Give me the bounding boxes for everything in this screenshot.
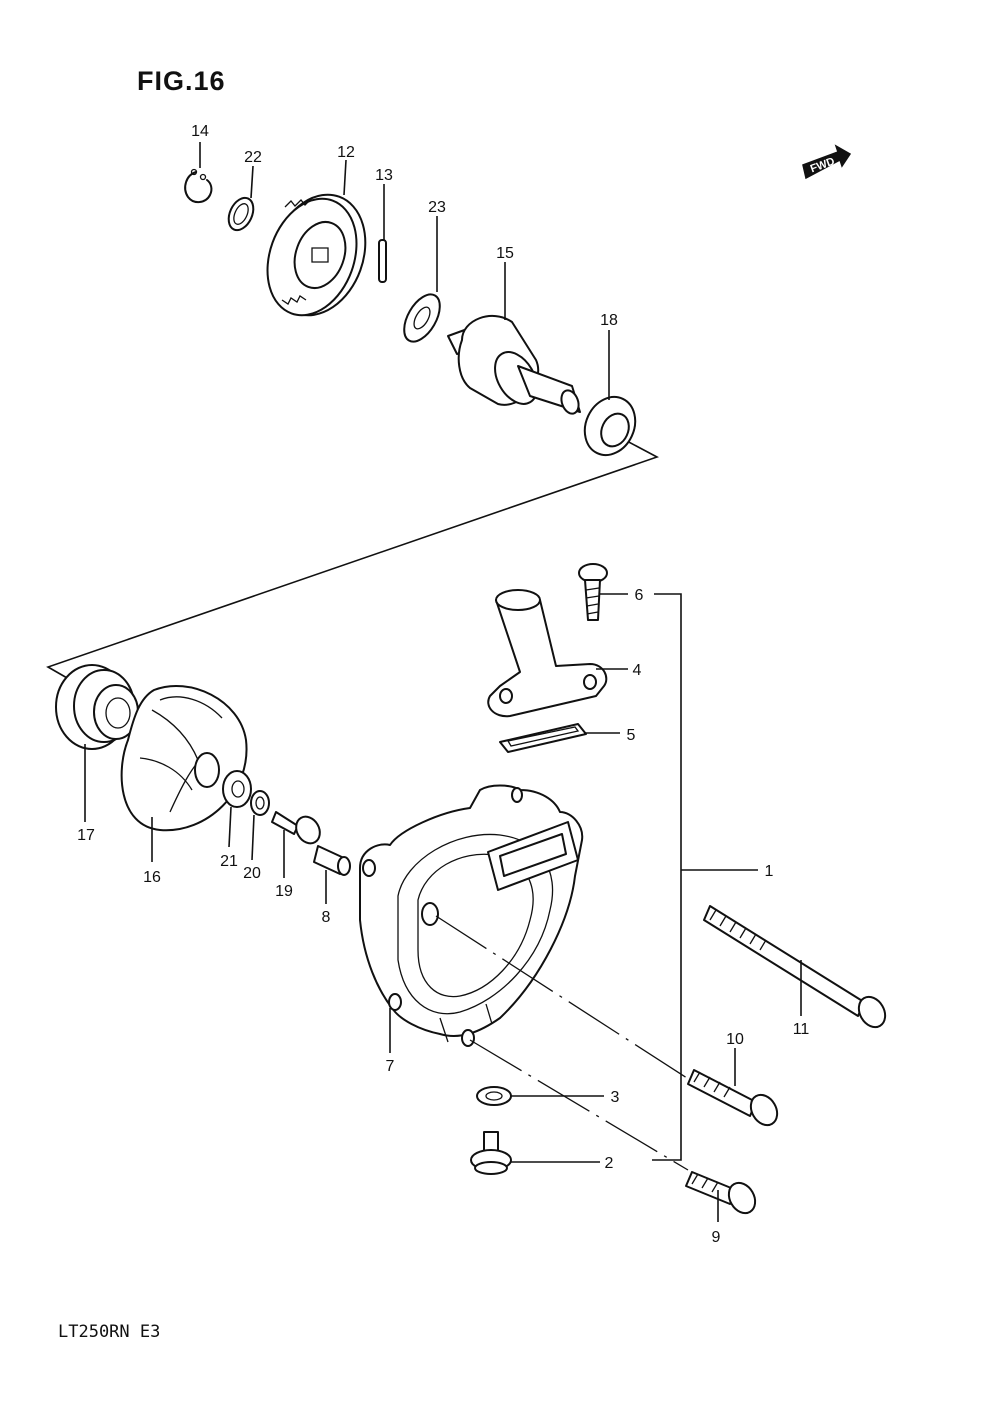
part-20-o-ring bbox=[250, 790, 270, 816]
fwd-arrow-icon: FWD bbox=[802, 144, 852, 180]
part-6-screw bbox=[578, 563, 608, 621]
part-19-impeller-bolt bbox=[271, 811, 321, 845]
label-part-21: 21 bbox=[220, 853, 238, 870]
part-number-labels: 14 22 12 13 23 15 18 6 4 5 1 11 10 3 2 9… bbox=[77, 123, 809, 1246]
label-part-19: 19 bbox=[275, 883, 293, 900]
label-part-5: 5 bbox=[627, 727, 636, 744]
label-part-16: 16 bbox=[143, 869, 161, 886]
label-part-13: 13 bbox=[375, 167, 393, 184]
part-21-washer bbox=[222, 770, 252, 808]
part-1-assembly-bracket bbox=[652, 593, 758, 1161]
label-part-22: 22 bbox=[244, 149, 262, 166]
part-12-gear bbox=[266, 193, 367, 317]
part-3-washer bbox=[476, 1086, 512, 1106]
part-7-pump-case bbox=[359, 784, 584, 1047]
leader-lines bbox=[84, 142, 802, 1222]
figure-title: FIG.16 bbox=[137, 66, 226, 96]
centerline-bolt-9 bbox=[469, 1039, 689, 1171]
model-code: LT250RN E3 bbox=[58, 1322, 161, 1342]
part-5-gasket bbox=[499, 723, 587, 753]
part-4-outlet-fitting bbox=[487, 589, 608, 718]
part-8-dowel-pin bbox=[313, 845, 351, 876]
label-part-18: 18 bbox=[600, 312, 618, 329]
part-9-bolt bbox=[685, 1171, 757, 1215]
label-part-20: 20 bbox=[243, 865, 261, 882]
part-2-drain-bolt bbox=[470, 1131, 512, 1175]
part-11-long-bolt bbox=[703, 905, 887, 1029]
part-18-bearing bbox=[583, 395, 637, 457]
label-part-4: 4 bbox=[633, 662, 642, 679]
part-14-circlip bbox=[184, 168, 213, 203]
label-part-2: 2 bbox=[605, 1155, 614, 1172]
label-part-9: 9 bbox=[712, 1229, 721, 1246]
part-22-washer bbox=[227, 196, 255, 232]
part-23-washer bbox=[403, 293, 441, 343]
section-break-line bbox=[46, 439, 659, 691]
label-part-7: 7 bbox=[386, 1058, 395, 1075]
label-part-3: 3 bbox=[611, 1089, 620, 1106]
label-part-6: 6 bbox=[635, 587, 644, 604]
centerline-bolt-10 bbox=[435, 915, 691, 1081]
part-17-mechanical-seal bbox=[55, 664, 139, 750]
part-13-pin bbox=[378, 239, 387, 283]
label-part-17: 17 bbox=[77, 827, 95, 844]
label-part-14: 14 bbox=[191, 123, 209, 140]
label-part-15: 15 bbox=[496, 245, 514, 262]
fwd-label: FWD bbox=[809, 155, 837, 175]
part-16-impeller bbox=[120, 685, 248, 832]
label-part-10: 10 bbox=[726, 1031, 744, 1048]
label-part-23: 23 bbox=[428, 199, 446, 216]
label-part-11: 11 bbox=[793, 1021, 810, 1038]
label-part-12: 12 bbox=[337, 144, 355, 161]
label-part-1: 1 bbox=[765, 863, 774, 880]
label-part-8: 8 bbox=[322, 909, 331, 926]
part-10-bolt bbox=[687, 1069, 779, 1127]
part-15-pump-shaft bbox=[447, 315, 581, 415]
